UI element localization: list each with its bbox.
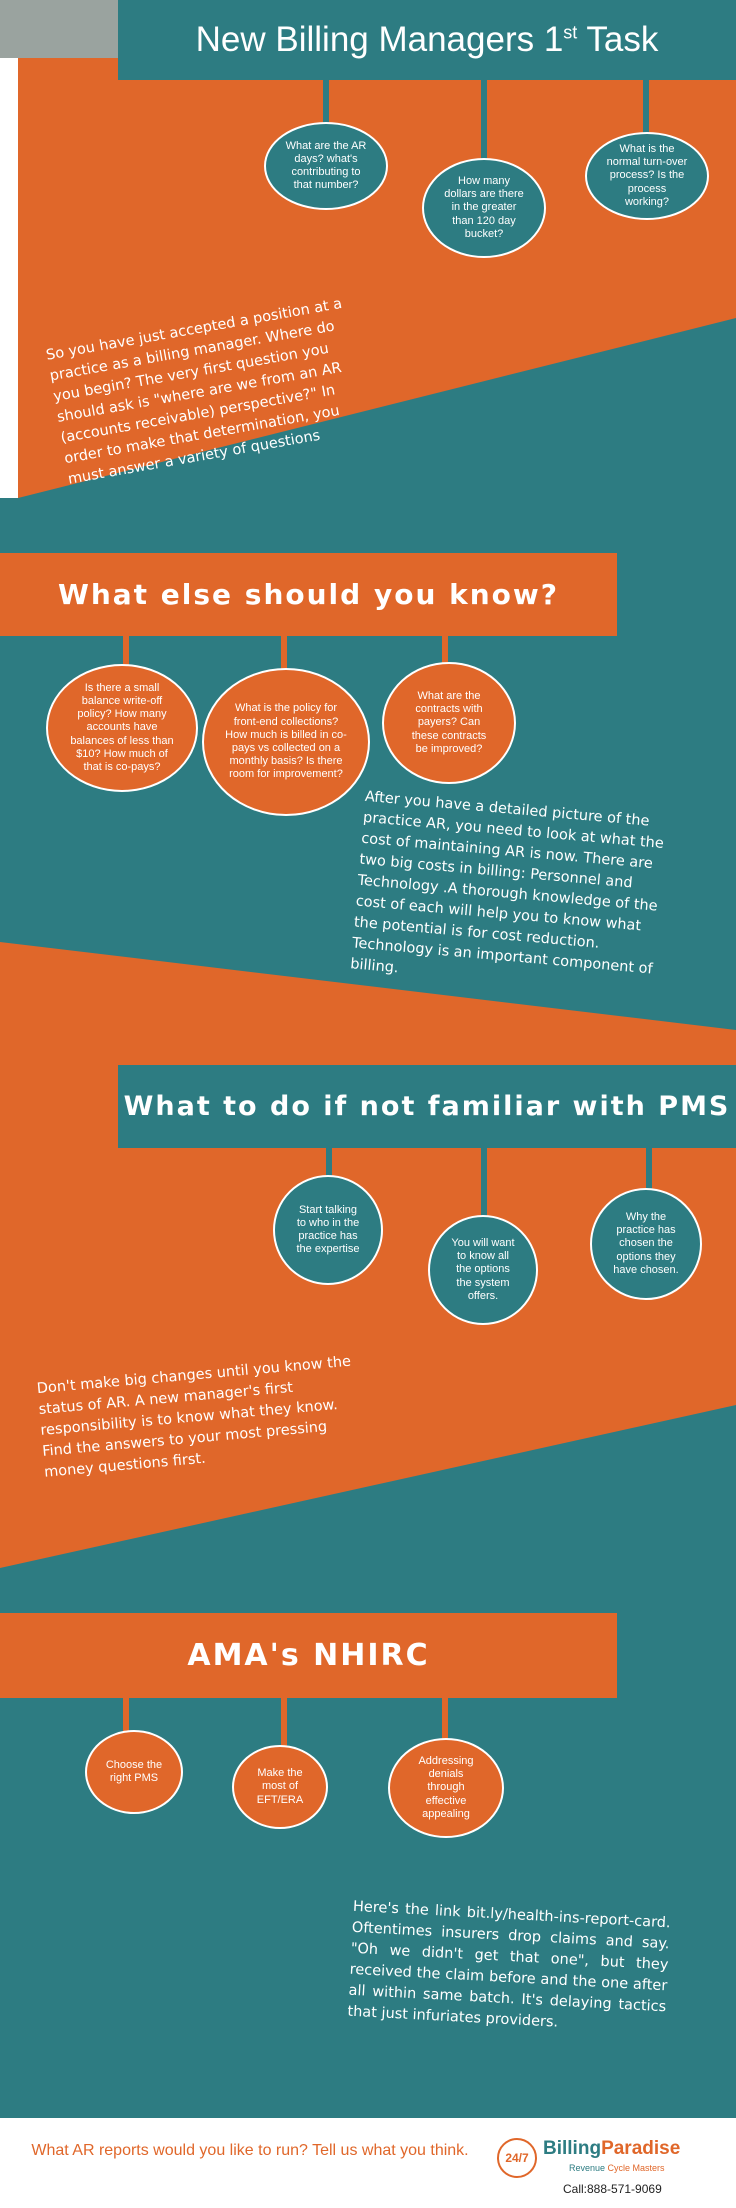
section3-title: What to do if not familiar with PMS [123,1091,731,1122]
section3-orange-band [0,1065,736,1568]
tip-bubble: Why the practice has chosen the options … [590,1188,702,1300]
question-bubble: Is there a small balance write-off polic… [46,664,198,792]
logo-name: BillingParadise [543,2138,681,2159]
phone-number[interactable]: Call:888-571-9069 [563,2182,662,2196]
section3-banner: What to do if not familiar with PMS [118,1065,736,1148]
clock-24-7-icon: 24/7 [497,2138,537,2178]
white-side-strip [0,58,18,498]
tip-bubble: You will want to know all the options th… [428,1215,538,1325]
section4-banner: AMA's NHIRC [0,1613,617,1698]
question-bubble: What are the contracts with payers? Can … [382,662,516,784]
stem [323,80,329,135]
header-banner: New Billing Managers 1st Task [118,0,736,80]
link-paragraph: Here's the link bit.ly/health-ins-report… [347,1898,671,2031]
stem [442,636,448,666]
section2-banner: What else should you know? [0,553,617,636]
stem [326,1148,332,1188]
billing-paradise-logo[interactable]: 24/7 BillingParadise Revenue Cycle Maste… [497,2132,727,2202]
section4-title: AMA's NHIRC [187,1638,430,1673]
section2-orange-wedge [0,942,736,1065]
stem [281,1698,287,1758]
stem [481,1148,487,1228]
stem [281,636,287,676]
resource-bubble: Choose the right PMS [85,1730,183,1814]
resource-bubble: Make the most of EFT/ERA [232,1745,328,1829]
question-bubble: How many dollars are there in the greate… [422,158,546,258]
footer: What AR reports would you like to run? T… [0,2118,736,2208]
stem [123,1698,129,1738]
stem [123,636,129,676]
stem [481,80,487,170]
question-bubble: What is the policy for front-end collect… [202,668,370,816]
stem [646,1148,652,1200]
stem [442,1698,448,1748]
page-title: New Billing Managers 1st Task [195,20,659,59]
cost-paragraph: After you have a detailed picture of the… [349,788,665,978]
question-bubble: What is the normal turn-over process? Is… [585,132,709,220]
logo-tagline: Revenue Cycle Masters [569,2163,665,2173]
section1-orange-band [18,58,736,498]
tip-bubble: Start talking to who in the practice has… [273,1175,383,1285]
resource-bubble: Addressing denials through effective app… [388,1738,504,1838]
section2-title: What else should you know? [57,578,560,611]
question-bubble: What are the AR days? what's contributin… [264,122,388,210]
stem [643,80,649,145]
footer-question: What AR reports would you like to run? T… [31,2142,469,2159]
